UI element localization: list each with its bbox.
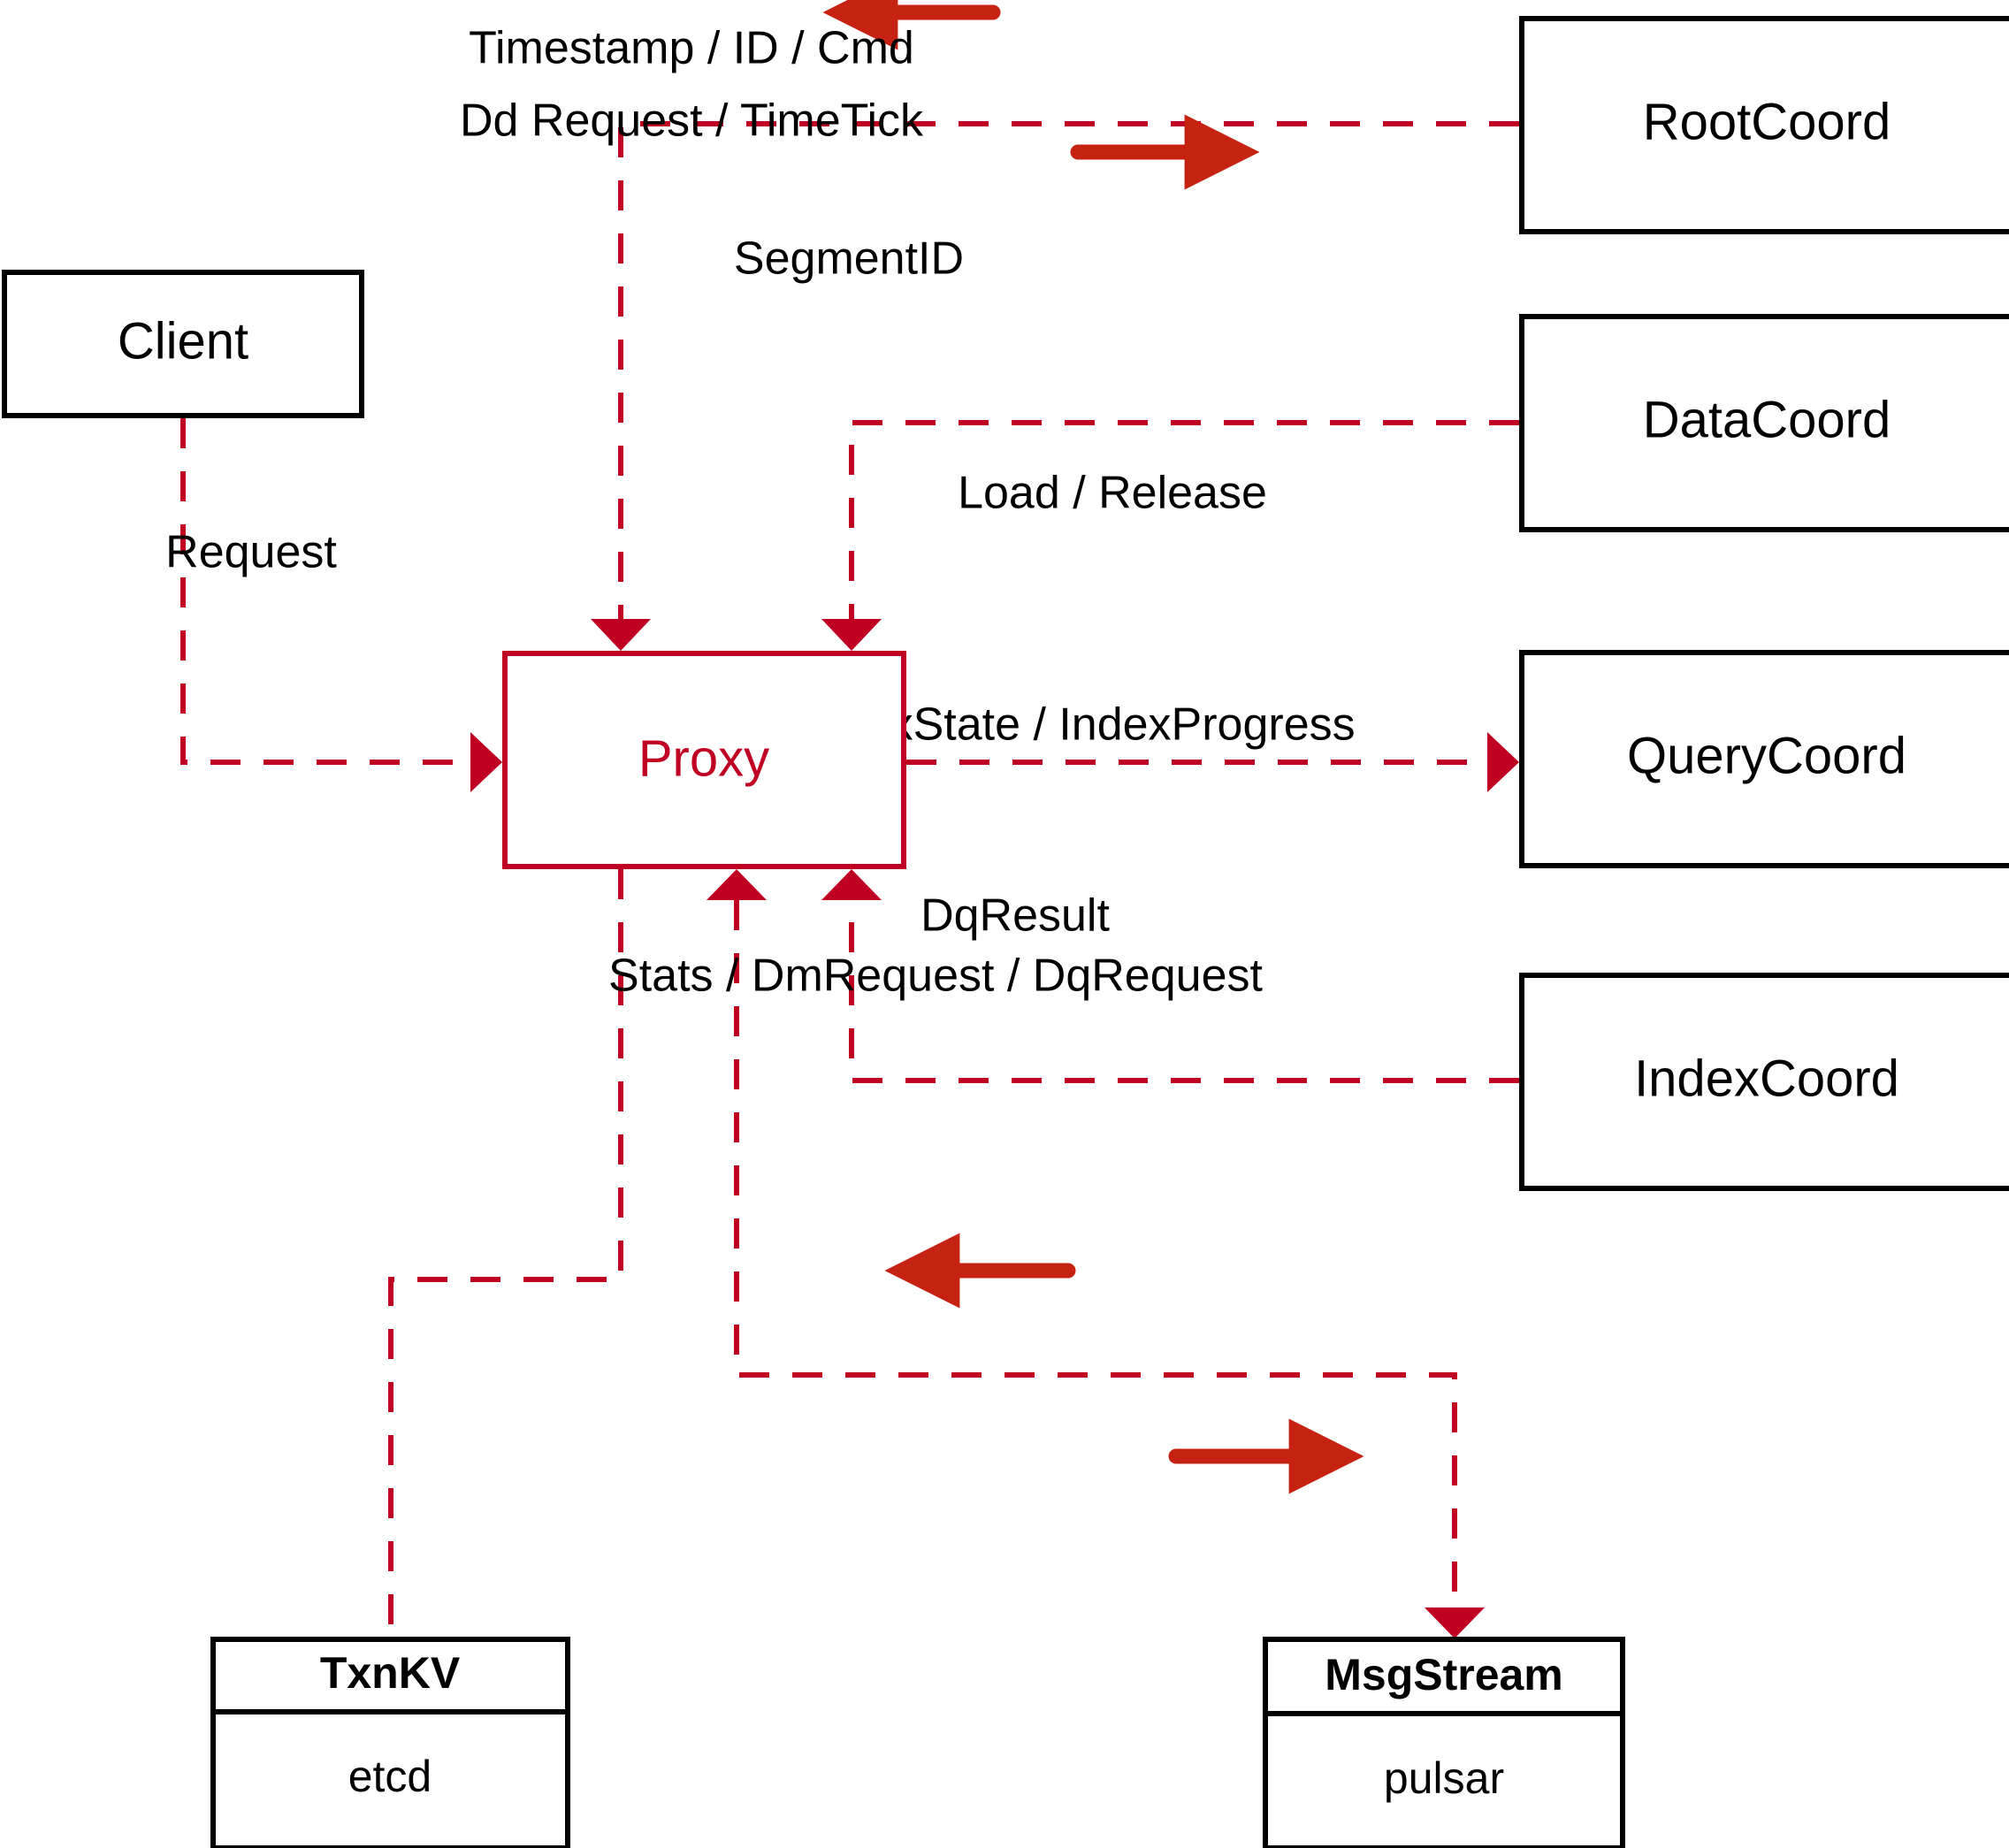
edge-datacoord-to-proxy xyxy=(821,420,1519,651)
edge-path xyxy=(180,418,470,765)
node-layer: Client Proxy RootCoord DataCoord QueryCo… xyxy=(2,16,2009,1848)
node-txnkv-body-label: etcd xyxy=(348,1752,432,1801)
edge-label-dd-request-timetick: Dd Request / TimeTick xyxy=(460,95,924,147)
edge-layer xyxy=(180,121,1519,1638)
edge-label-segmentid: SegmentID xyxy=(734,233,964,285)
arrowhead-right-icon xyxy=(470,732,502,792)
node-proxy-label: Proxy xyxy=(638,729,769,787)
node-client-label: Client xyxy=(118,312,248,370)
node-proxy[interactable]: Proxy xyxy=(502,651,906,869)
arrowhead-up-icon xyxy=(707,869,767,900)
edge-rootcoord-to-proxy xyxy=(591,121,1519,651)
node-datacoord-label: DataCoord xyxy=(1643,391,1891,448)
node-querycoord[interactable]: QueryCoord xyxy=(1519,650,2009,868)
edge-path xyxy=(388,869,623,1637)
node-querycoord-label: QueryCoord xyxy=(1627,727,1906,784)
node-datacoord-box[interactable] xyxy=(1519,314,2009,532)
node-client[interactable]: Client xyxy=(2,270,364,418)
arrowhead-right-icon xyxy=(1487,732,1519,792)
edge-path xyxy=(849,420,1519,619)
arrowhead-down-icon xyxy=(1425,1607,1485,1638)
node-proxy-box[interactable] xyxy=(502,651,906,869)
edge-label-dqresult: DqResult xyxy=(920,890,1110,942)
node-client-box[interactable] xyxy=(2,270,364,418)
edge-proxy-to-querycoord xyxy=(906,732,1519,792)
node-indexcoord-label: IndexCoord xyxy=(1634,1050,1899,1107)
edge-indexcoord-to-proxy xyxy=(821,869,1519,1083)
direction-arrow-layer xyxy=(822,0,1364,1494)
edge-path xyxy=(618,121,1519,619)
node-rootcoord-box[interactable] xyxy=(1519,16,2009,234)
edge-label-request: Request xyxy=(165,527,337,578)
node-msgstream-header-label: MsgStream xyxy=(1325,1650,1563,1699)
edge-path xyxy=(734,900,1457,1607)
node-rootcoord-label: RootCoord xyxy=(1643,93,1891,150)
edge-client-to-proxy xyxy=(180,418,502,792)
edge-label-load-release: Load / Release xyxy=(958,468,1267,519)
node-indexcoord-box[interactable] xyxy=(1519,973,2009,1191)
node-indexcoord[interactable]: IndexCoord xyxy=(1519,973,2009,1191)
node-msgstream-box[interactable] xyxy=(1263,1637,1625,1848)
node-datacoord[interactable]: DataCoord xyxy=(1519,314,2009,532)
node-txnkv-header-label: TxnKV xyxy=(320,1648,461,1698)
node-msgstream-body-label: pulsar xyxy=(1384,1753,1504,1803)
node-txnkv-box[interactable] xyxy=(210,1637,570,1848)
edge-path xyxy=(849,900,1519,1083)
edge-proxy-to-txnkv xyxy=(388,869,623,1637)
edge-label-timestamp-id-cmd: Timestamp / ID / Cmd xyxy=(469,23,914,74)
node-txnkv[interactable]: TxnKV etcd xyxy=(210,1637,570,1848)
arrowhead-down-icon xyxy=(591,619,651,651)
node-msgstream[interactable]: MsgStream pulsar xyxy=(1263,1637,1625,1848)
arrowhead-up-icon xyxy=(821,869,882,900)
node-querycoord-box[interactable] xyxy=(1519,650,2009,868)
edge-label-stats-dmrequest-dqrequest: Stats / DmRequest / DqRequest xyxy=(608,951,1263,1002)
arrowhead-down-icon xyxy=(821,619,882,651)
node-rootcoord[interactable]: RootCoord xyxy=(1519,16,2009,234)
edge-msgstream-proxy xyxy=(707,869,1485,1638)
